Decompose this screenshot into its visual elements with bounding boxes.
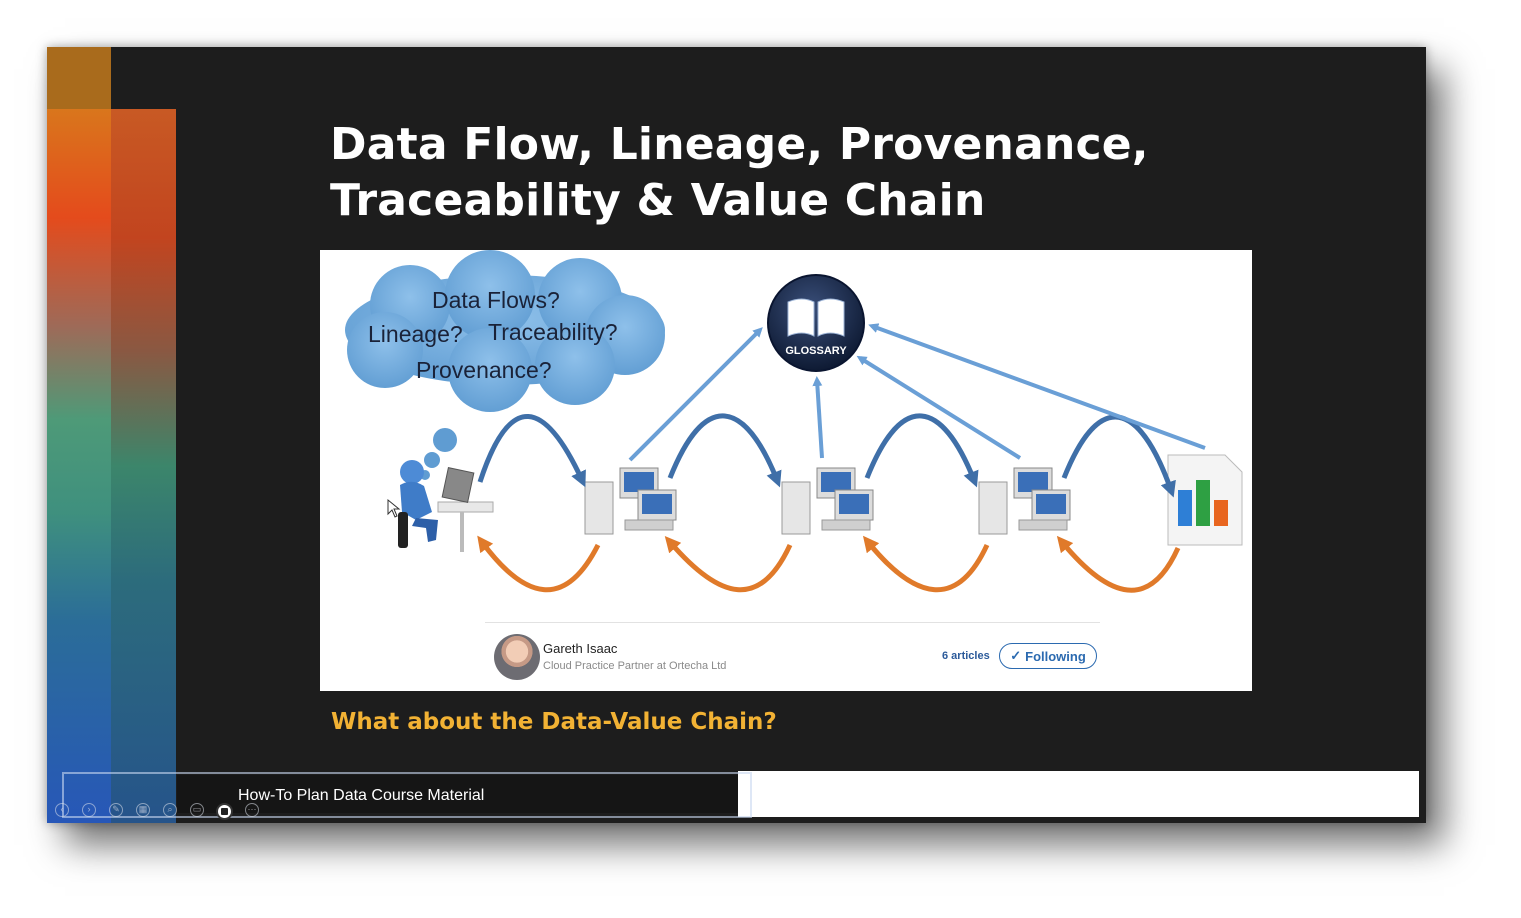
caption-text: How-To Plan Data Course Material	[238, 787, 485, 804]
subtitles-icon[interactable]: ▭	[190, 803, 204, 817]
glossary-icon: GLOSSARY	[767, 274, 865, 372]
title-line-1: Data Flow, Lineage, Provenance,	[330, 119, 1149, 170]
data-flow-diagram: Data Flows? Lineage? Traceability? Prove…	[345, 250, 1243, 593]
author-title: Cloud Practice Partner at Ortecha Ltd	[543, 660, 727, 672]
article-divider	[485, 622, 1100, 623]
glossary-link-4	[868, 323, 1206, 450]
zoom-icon[interactable]: ⌕	[163, 803, 177, 817]
flow-arrow-3	[864, 413, 979, 488]
author-avatar[interactable]	[494, 634, 540, 680]
cloud-text-traceability: Traceability?	[488, 319, 618, 345]
server-group-3	[978, 467, 1071, 535]
cloud-text-provenance: Provenance?	[416, 357, 552, 383]
caption-bar	[177, 775, 738, 813]
thought-cloud: Data Flows? Lineage? Traceability? Prove…	[345, 250, 665, 480]
check-icon: ✓	[1010, 648, 1022, 663]
author-name[interactable]: Gareth Isaac	[543, 641, 618, 656]
following-label: Following	[1025, 648, 1086, 664]
server-group-2	[781, 467, 874, 535]
accent-band-inner	[111, 109, 176, 823]
flow-arrow-2	[667, 413, 782, 488]
cloud-text-lineage: Lineage?	[368, 321, 463, 347]
caption-strip	[738, 771, 1419, 817]
glossary-link-2	[812, 376, 824, 459]
glossary-link-1	[628, 327, 763, 462]
glossary-link-3	[856, 355, 1022, 460]
pen-icon[interactable]: ✎	[109, 803, 123, 817]
player-controls-frame	[62, 772, 752, 818]
cloud-text-data-flows: Data Flows?	[432, 287, 560, 313]
slides-icon[interactable]: ▦	[136, 803, 150, 817]
mouse-cursor-icon	[387, 498, 401, 518]
presentation-window: Data Flow, Lineage, Provenance, Traceabi…	[47, 47, 1426, 823]
slide-title: Data Flow, Lineage, Provenance, Traceabi…	[330, 117, 1230, 229]
accent-band-top	[47, 47, 111, 109]
play-icon[interactable]: ›	[82, 803, 96, 817]
return-arrow-4	[1056, 535, 1181, 593]
more-options-icon[interactable]: ⋯	[245, 803, 259, 817]
user-at-computer-icon	[398, 460, 494, 552]
camera-icon[interactable]	[216, 803, 233, 820]
following-button[interactable]: ✓ Following	[999, 643, 1097, 669]
return-arrow-3	[862, 535, 990, 593]
glossary-label: GLOSSARY	[785, 345, 847, 357]
slide-subtitle: What about the Data-Value Chain?	[331, 709, 777, 735]
report-chart-icon	[1167, 454, 1243, 546]
return-arrow-1	[477, 535, 601, 593]
return-arrow-2	[664, 535, 793, 593]
articles-count-link[interactable]: 6 articles	[942, 650, 990, 662]
slide-image-panel: Data Flows? Lineage? Traceability? Prove…	[320, 250, 1252, 691]
server-group-1	[584, 467, 677, 535]
title-line-2: Traceability & Value Chain	[330, 175, 986, 226]
previous-icon[interactable]: ‹	[55, 803, 69, 817]
flow-arrow-1	[477, 414, 586, 488]
accent-band-left	[47, 47, 111, 823]
